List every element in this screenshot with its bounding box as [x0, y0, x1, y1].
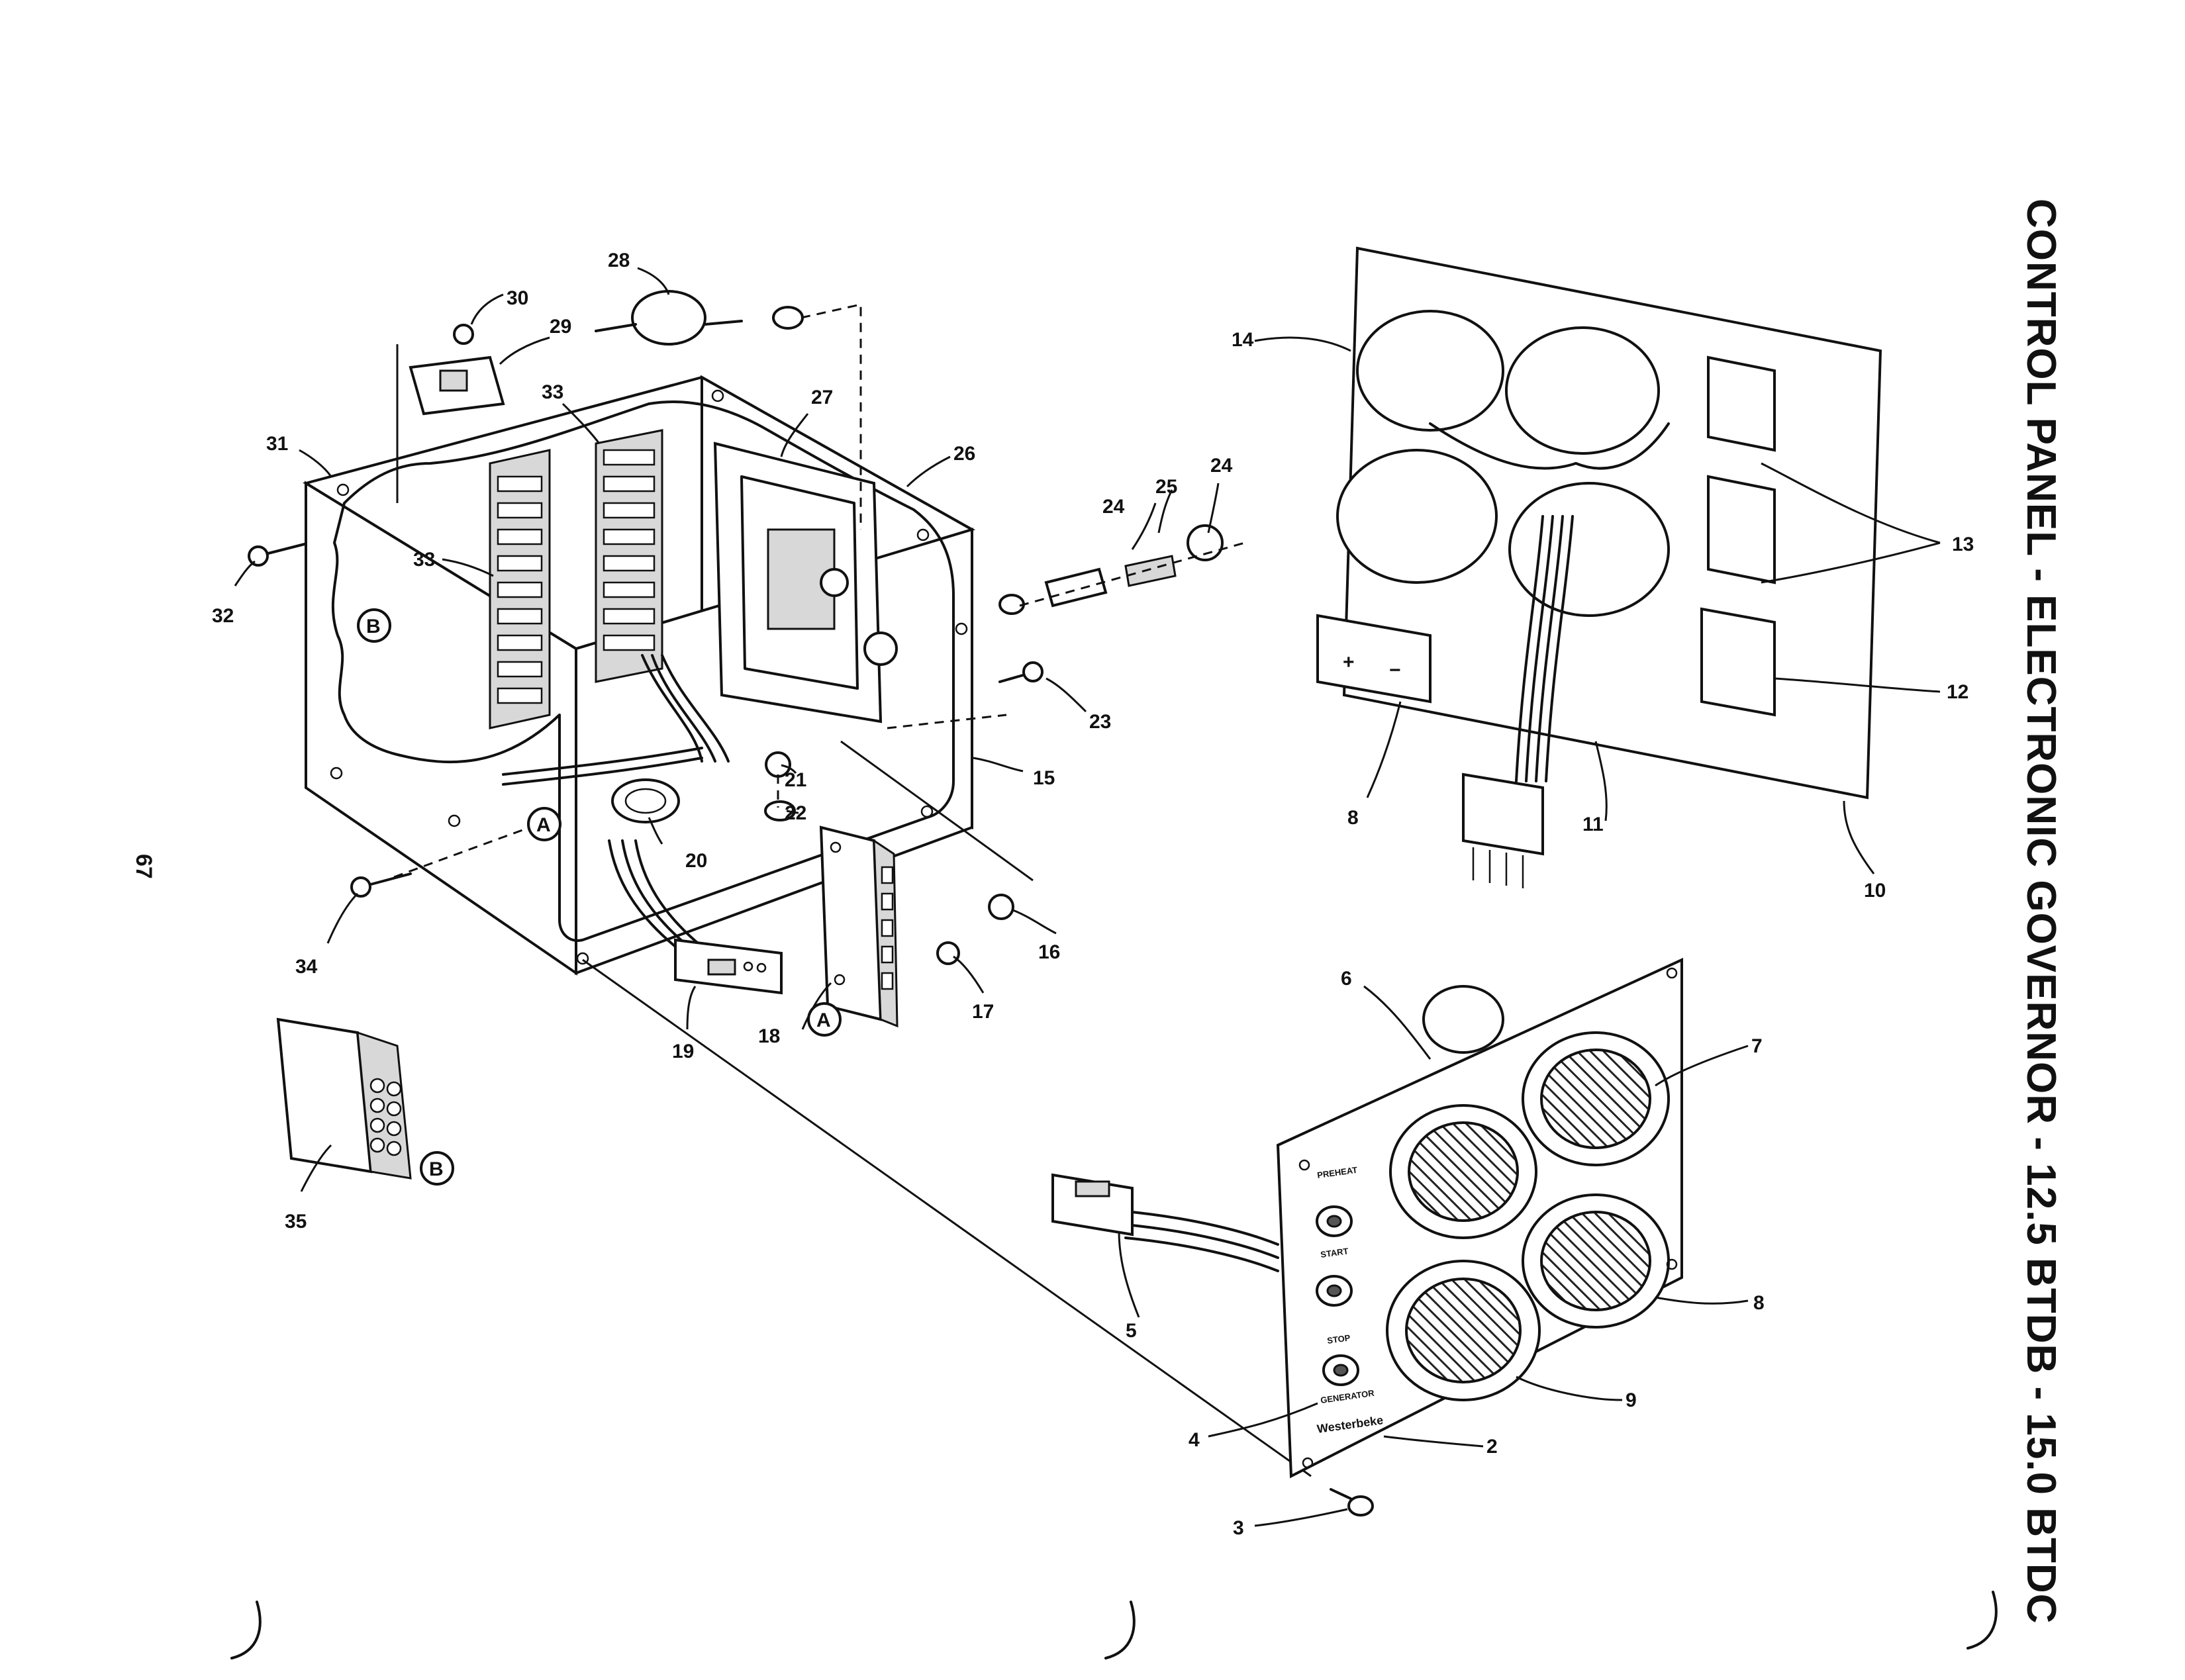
callout-23: 23	[1089, 711, 1111, 733]
washer-22	[764, 800, 796, 821]
harness-plug	[674, 938, 783, 995]
gauge-bottom-left	[1386, 1260, 1541, 1401]
fuse-holder	[998, 524, 1224, 615]
callout-19: 19	[672, 1041, 694, 1062]
callout-28: 28	[608, 250, 630, 271]
callout-29: 29	[550, 316, 571, 338]
connector-housing	[276, 1017, 412, 1180]
callout-9: 9	[1626, 1389, 1637, 1411]
screw-34	[350, 872, 412, 898]
callout-15: 15	[1033, 767, 1055, 789]
ref-marker-b-connector: B	[420, 1151, 454, 1186]
ref-marker-a-block: A	[807, 1002, 842, 1037]
ref-marker-a-box: A	[527, 807, 561, 841]
start-switch	[1316, 1275, 1353, 1307]
callout-12: 12	[1947, 681, 1968, 703]
screw-23	[998, 661, 1044, 683]
callout-7: 7	[1751, 1035, 1763, 1057]
panel-front-view	[1051, 957, 1683, 1479]
callout-24b: 24	[1210, 455, 1233, 477]
callout-25: 25	[1155, 476, 1177, 498]
callout-33b: 33	[413, 549, 435, 571]
governor-module	[713, 442, 898, 723]
callout-13: 13	[1952, 534, 1974, 555]
callout-14: 14	[1232, 329, 1254, 351]
callout-20: 20	[685, 850, 707, 872]
callout-6: 6	[1341, 968, 1352, 990]
leader-lines	[234, 267, 1941, 1527]
nut-16	[988, 894, 1014, 920]
callout-24a: 24	[1102, 496, 1125, 518]
binder-marks	[230, 1591, 1998, 1659]
nut-30	[453, 324, 474, 345]
callout-21: 21	[785, 769, 806, 791]
callout-3: 3	[1233, 1517, 1244, 1539]
page-number: 67	[131, 854, 156, 879]
page-title: CONTROL PANEL - ELECTRONIC GOVERNOR - 12…	[2018, 199, 2064, 1624]
callout-17: 17	[972, 1001, 994, 1023]
svg-text:B: B	[429, 1158, 444, 1180]
callout-35: 35	[285, 1211, 307, 1233]
callout-11: 11	[1582, 814, 1604, 835]
panel-rear-view	[1316, 246, 1882, 888]
relay	[409, 355, 505, 416]
callout-32: 32	[212, 605, 234, 627]
callout-5: 5	[1126, 1320, 1137, 1342]
terminal-strip-left	[489, 449, 551, 729]
terminal-strip-right	[595, 429, 663, 683]
assembly-lines	[393, 303, 1312, 1477]
svg-text:B: B	[366, 616, 381, 637]
gauge-bottom-right	[1522, 1193, 1670, 1329]
shunt-minus: −	[1389, 659, 1401, 681]
stop-label: STOP	[1326, 1332, 1351, 1346]
callout-30: 30	[507, 287, 528, 309]
ref-marker-b-box: B	[357, 608, 391, 643]
callout-22: 22	[785, 802, 806, 824]
callout-16: 16	[1038, 941, 1060, 963]
sender-28	[595, 290, 804, 346]
nut-17	[936, 941, 960, 965]
terminal-block	[819, 825, 898, 1028]
callout-8a: 8	[1347, 807, 1359, 829]
start-label: START	[1320, 1246, 1349, 1260]
callout-26: 26	[953, 443, 975, 465]
screw-32	[248, 543, 306, 567]
shunt-plus: +	[1343, 651, 1355, 673]
callout-2: 2	[1486, 1436, 1498, 1458]
wire-harness	[502, 654, 730, 948]
stop-switch	[1322, 1354, 1359, 1386]
gauge-top-right	[1522, 1031, 1670, 1166]
svg-text:A: A	[816, 1009, 831, 1031]
callout-31: 31	[266, 433, 288, 455]
gauge-top-left	[1389, 1104, 1537, 1239]
preheat-switch	[1316, 1205, 1353, 1237]
grommet	[611, 778, 680, 823]
callout-8b: 8	[1753, 1292, 1765, 1314]
svg-text:A: A	[536, 814, 551, 836]
callout-18: 18	[758, 1025, 780, 1047]
callout-4: 4	[1189, 1429, 1200, 1451]
callout-10: 10	[1864, 880, 1886, 902]
callout-33a: 33	[542, 381, 563, 403]
callout-27: 27	[811, 387, 833, 408]
callout-numbers: 28 30 29 31 33 33 32 27 26 25 24 24 23 1…	[212, 250, 1974, 1539]
callout-34: 34	[295, 956, 318, 978]
screw-3	[1330, 1488, 1374, 1517]
